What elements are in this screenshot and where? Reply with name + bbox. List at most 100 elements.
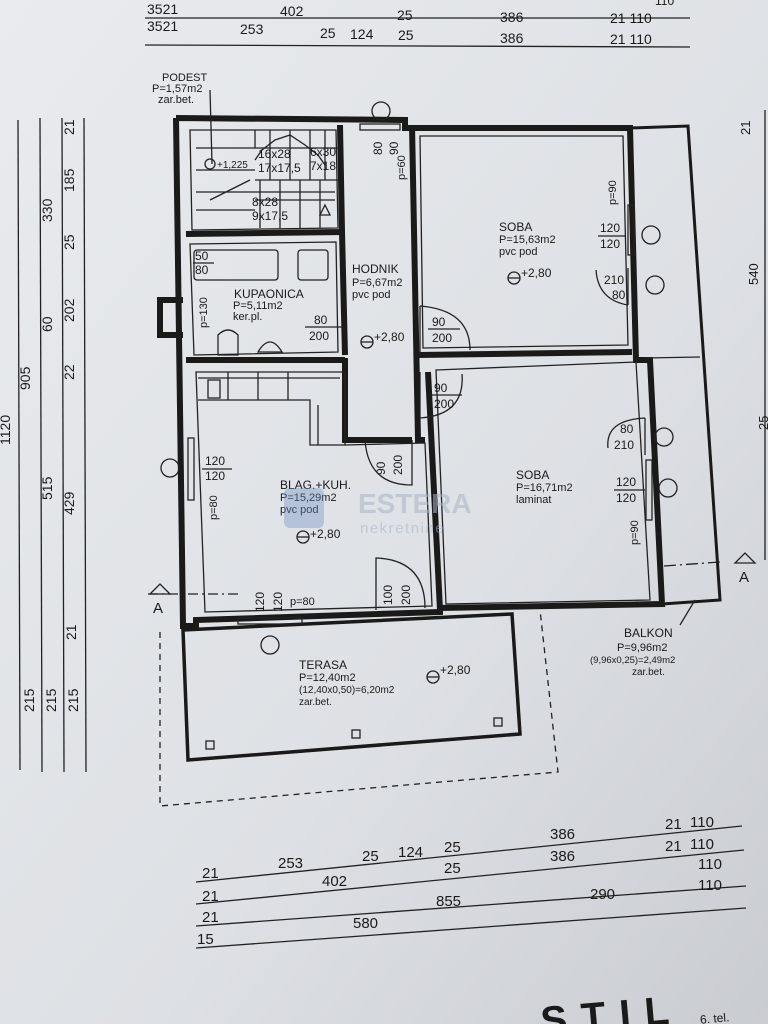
left-dim-215b: 215 <box>43 688 59 712</box>
podest-name: PODEST <box>162 72 208 84</box>
soba1-door-h: 200 <box>432 331 452 345</box>
toilet-icon <box>217 329 239 356</box>
soba2-door-w: 90 <box>434 381 448 395</box>
left-dim-21b: 21 <box>63 624 79 640</box>
blag-area: P=15,29m2 <box>280 492 337 504</box>
post-marker <box>205 740 215 750</box>
terasa-calc: (12,40x0,50)=6,20m2 <box>299 685 395 696</box>
podest-floor: zar.bet. <box>158 94 194 106</box>
left-dim-60: 60 <box>39 316 55 332</box>
bathtub-icon <box>193 249 279 281</box>
stair-dim-3a: 8x28 <box>252 195 278 209</box>
kitchen-p-label: p=80 <box>208 495 220 520</box>
terasa-area: P=12,40m2 <box>299 672 356 684</box>
blag-name: BLAG.+KUH. <box>280 478 351 492</box>
section-a-right: A <box>739 569 749 586</box>
window-marker-icon <box>260 635 280 655</box>
blag-level: +2,80 <box>310 527 341 541</box>
soba1-door-w: 90 <box>432 315 446 329</box>
balkon-calc: (9,96x0,25)=2,49m2 <box>590 655 675 666</box>
post-marker <box>493 717 503 727</box>
bd-r1-0: 21 <box>202 865 219 882</box>
right-dim-540: 540 <box>746 263 761 285</box>
bd-r1-5: 386 <box>550 826 575 843</box>
left-dim-429: 429 <box>61 491 77 515</box>
bd-r3-0: 21 <box>202 909 219 926</box>
bd-r2-2: 25 <box>444 860 461 877</box>
section-marker-left: A <box>148 583 238 617</box>
bath-door-w: 80 <box>314 313 328 327</box>
soba1-name: SOBA <box>499 220 532 234</box>
label-soba1: SOBA P=15,63m2 pvc pod +2,80 p=90 120 12… <box>419 180 665 355</box>
soba1-floor: pvc pod <box>499 246 538 258</box>
ter-door-w: 100 <box>381 585 395 605</box>
left-dim-905: 905 <box>17 366 33 390</box>
balkon-area: P=9,96m2 <box>617 642 667 654</box>
top-dim-r0-2: 25 <box>397 7 413 23</box>
soba2-win-w: 120 <box>616 475 636 489</box>
soba1-bdoor-w: 210 <box>604 273 624 287</box>
ter-win-p: p=80 <box>290 596 315 608</box>
stair-dim-2b: 7x18 <box>310 159 336 173</box>
soba2-area: P=16,71m2 <box>516 482 573 494</box>
left-dim-330: 330 <box>39 198 55 222</box>
stair-dim-1b: 17x17,5 <box>258 161 301 175</box>
balcony-outline <box>629 124 722 606</box>
soba2-win-h: 120 <box>616 491 636 505</box>
bd-r2-0: 21 <box>202 888 219 905</box>
left-dim-25: 25 <box>61 234 77 250</box>
label-hodnik: HODNIK P=6,67m2 pvc pod +2,80 80 90 p=60 <box>352 101 408 349</box>
kitchen-counter <box>198 372 345 446</box>
top-dim-r1-1: 253 <box>240 21 264 37</box>
label-balkon: BALKON P=9,96m2 (9,96x0,25)=2,49m2 zar.b… <box>590 599 696 678</box>
section-marker-right: A <box>733 552 757 586</box>
soba1-p-label: p=90 <box>607 180 619 205</box>
left-dimensions: 1120 905 215 330 60 515 215 21 185 25 20… <box>0 117 87 773</box>
podest-area: P=1,57m2 <box>152 83 202 95</box>
kitchen-win-h: 120 <box>205 469 225 483</box>
estera-logo-icon <box>284 488 324 528</box>
window-marker-icon <box>371 101 391 121</box>
kupaonica-floor: ker.pl. <box>233 311 262 323</box>
bd-r2-3: 386 <box>550 848 575 865</box>
top-dim-r0-1: 402 <box>280 3 304 19</box>
kitchen-door-h: 200 <box>391 455 405 475</box>
bd-r4-1: 580 <box>353 915 378 932</box>
hall-p-label: p=60 <box>396 155 408 180</box>
ter-door-h: 200 <box>399 585 413 605</box>
washer-icon <box>297 249 329 281</box>
top-dim-r1-3: 124 <box>350 26 374 42</box>
ter-win-w: 120 <box>253 592 267 612</box>
label-terasa: TERASA P=12,40m2 (12,40x0,50)=6,20m2 zar… <box>299 658 471 708</box>
bd-r2-1: 402 <box>322 873 347 890</box>
right-dimensions: 21 540 25 <box>738 110 768 560</box>
right-dim-21: 21 <box>738 121 753 135</box>
label-podest: PODEST P=1,57m2 zar.bet. +1,225 <box>152 72 248 171</box>
top-dim-r1-2: 25 <box>320 25 336 41</box>
watermark-brand: ESTERA <box>358 488 472 519</box>
hodnik-area: P=6,67m2 <box>352 277 402 289</box>
label-blag: BLAG.+KUH. P=15,29m2 pvc pod +2,80 90 20… <box>160 372 426 655</box>
section-a-left: A <box>153 600 163 617</box>
top-dimensions: 3521 402 25 386 21 110 3521 253 25 124 2… <box>144 0 691 48</box>
bd-r1-1: 253 <box>278 855 303 872</box>
top-dim-r0-3: 386 <box>500 9 524 25</box>
footer-tel: 6. tel. <box>699 1010 729 1024</box>
blag-floor: pvc pod <box>280 504 319 516</box>
label-kupaonica: KUPAONICA P=5,11m2 ker.pl. p=130 50 80 8… <box>193 249 342 356</box>
terasa-name: TERASA <box>299 658 347 672</box>
bath-p-label: p=130 <box>198 297 210 328</box>
hall-win-w: 80 <box>371 141 385 155</box>
soba1-win-w: 120 <box>600 221 620 235</box>
top-dim-r0-0: 3521 <box>147 1 178 17</box>
top-dim-partial: 110 <box>655 0 674 8</box>
left-dim-215a: 215 <box>21 688 37 712</box>
kitchen-door-w: 90 <box>374 461 388 475</box>
bd-r3-1: 855 <box>436 893 461 910</box>
bd-r4-2: 290 <box>590 886 615 903</box>
kupaonica-name: KUPAONICA <box>234 287 304 301</box>
terasa-level: +2,80 <box>440 663 471 677</box>
soba2-bdoor-w: 80 <box>620 422 634 436</box>
